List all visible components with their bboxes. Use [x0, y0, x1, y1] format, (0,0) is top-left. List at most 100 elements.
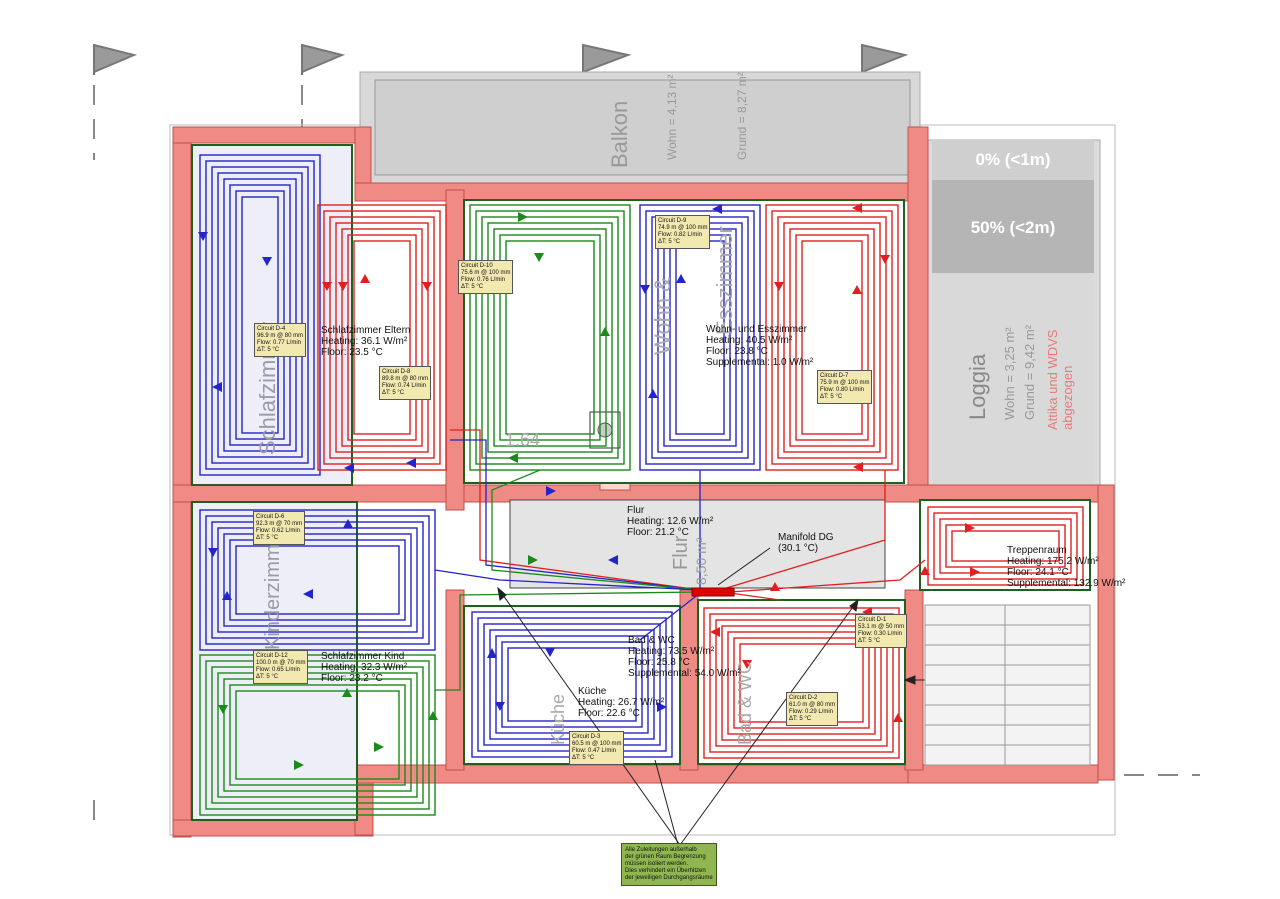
circuit-flow: Flow: 0.62 L/min: [256, 528, 301, 534]
room-floor: Floor: 23.2 °C: [321, 673, 383, 684]
circuit-dt: ΔT: 5 °C: [789, 716, 812, 722]
circuit-box-d7[interactable]: Circuit D-7 75.9 m @ 100 mm Flow: 0.80 L…: [817, 370, 873, 404]
note-line: Dies verhindert ein Überhitzen: [625, 868, 706, 874]
loggia-grund-label: Grund = 9,42 m²: [1022, 324, 1037, 420]
circuit-flow: Flow: 0.76 L/min: [461, 277, 506, 283]
room-heating: Heating: 26.7 W/m²: [578, 697, 665, 708]
circuit-length: 100.0 m @ 70 mm: [256, 660, 306, 666]
stair-icon: [924, 604, 1091, 766]
circuit-box-d2[interactable]: Circuit D-2 61.0 m @ 80 mm Flow: 0.29 L/…: [786, 692, 839, 726]
room-heating: Heating: 12.6 W/m²: [627, 516, 714, 527]
circuit-box-d12[interactable]: Circuit D-12 100.0 m @ 70 mm Flow: 0.65 …: [253, 650, 309, 684]
circuit-name: Circuit D-6: [256, 514, 285, 520]
room-floor: Floor: 22.6 °C: [578, 708, 640, 719]
balkon-grund-label: Grund = 8,27 m²: [735, 72, 749, 160]
room-name: Küche: [578, 686, 607, 697]
circuit-box-d10[interactable]: Circuit D-10 75.6 m @ 100 mm Flow: 0.76 …: [458, 260, 514, 294]
heating-coils: [199, 154, 1084, 816]
room-heating: Heating: 175.2 W/m²: [1007, 556, 1099, 567]
circuit-box-d6[interactable]: Circuit D-6 92.3 m @ 70 mm Flow: 0.62 L/…: [253, 511, 306, 545]
balkon-wohn-label: Wohn = 4,13 m²: [665, 74, 679, 161]
kueche-vert-label: Küche: [548, 693, 568, 745]
circuit-name: Circuit D-3: [572, 734, 601, 740]
circuit-name: Circuit D-1: [858, 617, 887, 623]
loggia-label: Loggia: [965, 353, 990, 420]
room-label-kueche: Küche Heating: 26.7 W/m² Floor: 22.6 °C: [578, 686, 664, 719]
manifold-label: Manifold DG (30.1 °C): [778, 532, 834, 554]
room-label-flur: Flur Heating: 12.6 W/m² Floor: 21.2 °C: [627, 505, 713, 538]
circuit-length: 75.6 m @ 100 mm: [461, 270, 511, 276]
circuit-length: 53.1 m @ 50 mm: [858, 624, 905, 630]
manifold-name: Manifold DG: [778, 532, 834, 543]
balkon-label: Balkon: [607, 100, 632, 168]
room-label-schlaf-kind: Schlafzimmer Kind Heating: 32.3 W/m² Flo…: [321, 651, 407, 684]
circuit-flow: Flow: 0.80 L/min: [820, 387, 865, 393]
room-heating: Heating: 36.1 W/m²: [321, 336, 408, 347]
circuit-flow: Flow: 0.74 L/min: [382, 383, 427, 389]
zone-0-label: 0% (<1m): [975, 150, 1051, 169]
flow-arrow-icon: [198, 203, 980, 770]
zone-50-rect: [932, 180, 1094, 273]
circuit-name: Circuit D-2: [789, 695, 818, 701]
note-line: müssen isoliert werden.: [625, 861, 689, 867]
flur-vert-label: Flur: [670, 535, 692, 570]
loggia-wohn-label: Wohn = 3,25 m²: [1002, 327, 1017, 420]
circuit-name: Circuit D-9: [658, 218, 687, 224]
room-heating: Heating: 73.5 W/m²: [628, 646, 715, 657]
insulation-note: Alle Zuleitungen außerhalb der grünen Ra…: [621, 843, 717, 886]
circuit-dt: ΔT: 5 °C: [658, 239, 681, 245]
room-supplemental: Supplemental: 54.0 W/m²: [628, 668, 741, 679]
room-supplemental: Supplemental: 132.9 W/m²: [1007, 578, 1126, 589]
zone-50-label: 50% (<2m): [970, 218, 1056, 237]
room-floor: Floor: 24.1 °C: [1007, 567, 1069, 578]
room-label-schlaf-eltern: Schlafzimmer Eltern Heating: 36.1 W/m² F…: [321, 325, 410, 358]
room-name: Treppenraum: [1007, 545, 1067, 556]
circuit-dt: ΔT: 5 °C: [858, 638, 881, 644]
chimney-icon: [589, 411, 621, 449]
zone-0-rect: [932, 140, 1094, 180]
circuit-length: 74.9 m @ 100 mm: [658, 225, 708, 231]
room-label-bad-wc: Bad & WC Heating: 73.5 W/m² Floor: 25.8 …: [628, 635, 741, 679]
circuit-dt: ΔT: 5 °C: [256, 535, 279, 541]
circuit-dt: ΔT: 5 °C: [256, 674, 279, 680]
circuit-length: 60.5 m @ 100 mm: [572, 741, 622, 747]
circuit-name: Circuit D-4: [257, 326, 286, 332]
circuit-flow: Flow: 0.29 L/min: [789, 709, 834, 715]
circuit-length: 75.9 m @ 100 mm: [820, 380, 870, 386]
room-supplemental: Supplemental: 1.0 W/m²: [706, 357, 814, 368]
room-heating: Heating: 32.3 W/m²: [321, 662, 408, 673]
circuit-dt: ΔT: 5 °C: [572, 755, 595, 761]
room-label-wohn-ess: Wohn- und Esszimmer Heating: 40.5 W/m² F…: [706, 324, 813, 368]
num-164-label: 1.64: [505, 430, 541, 450]
supply-lines: [434, 429, 926, 691]
circuit-dt: ΔT: 5 °C: [461, 284, 484, 290]
circuit-flow: Flow: 0.65 L/min: [256, 667, 301, 673]
circuit-name: Circuit D-12: [256, 653, 288, 659]
circuit-length: 61.0 m @ 80 mm: [789, 702, 836, 708]
note-line: der grünen Raum Begrenzung: [625, 854, 706, 860]
circuit-name: Circuit D-8: [382, 369, 411, 375]
room-name: Wohn- und Esszimmer: [706, 324, 807, 335]
circuit-length: 89.8 m @ 80 mm: [382, 376, 429, 382]
circuit-dt: ΔT: 5 °C: [257, 347, 280, 353]
room-name: Flur: [627, 505, 645, 516]
circuit-box-d9[interactable]: Circuit D-9 74.9 m @ 100 mm Flow: 0.82 L…: [655, 215, 711, 249]
wohn-vert-label: Wohn &: [650, 277, 675, 355]
room-floor: Floor: 23.5 °C: [321, 347, 383, 358]
circuit-box-d3[interactable]: Circuit D-3 60.5 m @ 100 mm Flow: 0.47 L…: [569, 731, 625, 765]
room-name: Bad & WC: [628, 635, 675, 646]
circuit-name: Circuit D-10: [461, 263, 493, 269]
circuit-flow: Flow: 0.47 L/min: [572, 748, 617, 754]
kinder-vert-label: Kinderzimmer: [262, 526, 284, 650]
circuit-flow: Flow: 0.77 L/min: [257, 340, 302, 346]
room-floor: Floor: 25.8 °C: [628, 657, 690, 668]
circuit-name: Circuit D-7: [820, 373, 849, 379]
room-label-treppenraum: Treppenraum Heating: 175.2 W/m² Floor: 2…: [1007, 545, 1125, 589]
manifold-icon: [691, 587, 735, 597]
circuit-box-d1[interactable]: Circuit D-1 53.1 m @ 50 mm Flow: 0.30 L/…: [855, 614, 908, 648]
loggia-note-label: Attika und WDVS abgezogen: [1045, 329, 1075, 430]
flag-marker-icon: [93, 43, 909, 75]
circuit-box-d4[interactable]: Circuit D-4 96.9 m @ 80 mm Flow: 0.77 L/…: [254, 323, 307, 357]
circuit-box-d8[interactable]: Circuit D-8 89.8 m @ 80 mm Flow: 0.74 L/…: [379, 366, 432, 400]
